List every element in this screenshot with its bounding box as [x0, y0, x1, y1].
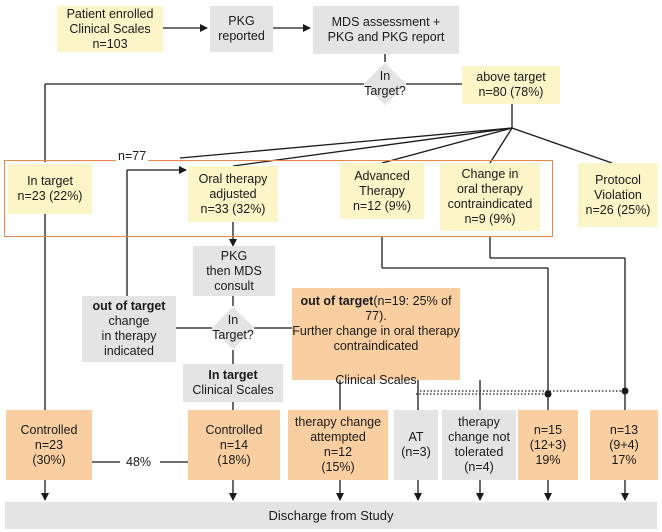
advanced-therapy-box: Advanced Therapy n=12 (9%) [340, 163, 424, 219]
at-line2: (n=3) [401, 445, 431, 459]
protocol-line2: Violation [594, 187, 642, 202]
diamond-mid-line2: Target? [212, 328, 254, 342]
in-target-cs-line1: In target [208, 368, 258, 382]
out-main-bold: out of target [300, 294, 374, 308]
pkg-reported-line2: reported [218, 29, 265, 43]
controlled1-line2: n=23 [34, 437, 64, 452]
mds-line2: PKG and PKG report [327, 30, 445, 44]
attempted-box: therapy change attempted n=12 (15%) [288, 410, 388, 480]
out-main-line2: Further change in oral therapy [292, 324, 460, 338]
enrolled-line1: Patient enrolled [66, 6, 154, 21]
not-tolerated-box: therapy change not tolerated (n=4) [442, 410, 516, 480]
oral-adjusted-box: Oral therapy adjusted n=33 (32%) [188, 166, 278, 222]
out-main-line4: Clinical Scales [335, 373, 417, 387]
n15-line2: (12+3) [529, 437, 567, 452]
advanced-line1: Advanced [354, 168, 410, 183]
out-target-main-box: out of target(n=19: 25% of 77). Further … [292, 288, 460, 387]
n15-line3: 19% [535, 452, 561, 467]
protocol-line3: n=26 (25%) [585, 202, 651, 217]
n13-line1: n=13 [609, 422, 639, 437]
n13-box: n=13 (9+4) 17% [590, 410, 658, 480]
at-line1: AT [408, 430, 424, 444]
n77-label: n=77 [116, 149, 149, 163]
controlled2-line2: n=14 [219, 437, 249, 452]
diamond-mid-line1: In [227, 313, 239, 327]
above-target-box: above target n=80 (78%) [462, 66, 560, 104]
diamond-top-line1: In [379, 69, 391, 83]
attempted-line1: therapy change [294, 415, 382, 429]
attempted-line3: n=12 [323, 445, 353, 459]
oral-line2: adjusted [209, 186, 257, 201]
enrolled-line3: n=103 [92, 36, 128, 51]
mds-assessment-box: MDS assessment + PKG and PKG report [313, 6, 459, 54]
protocol-line1: Protocol [595, 172, 641, 187]
controlled1-box: Controlled n=23 (30%) [6, 410, 92, 480]
pkg-mds-consult-box: PKG then MDS consult [193, 246, 275, 296]
in-target-cs-box: In target Clinical Scales [183, 364, 283, 402]
in-target-line1: In target [27, 174, 73, 188]
pct48-label: 48% [126, 455, 152, 469]
pkg-reported-box: PKG reported [210, 6, 273, 52]
out-change-line3: in therapy [101, 329, 157, 343]
n15-box: n=15 (12+3) 19% [518, 410, 578, 480]
enrolled-line2: Clinical Scales [69, 21, 151, 36]
pkg-mds-line3: consult [214, 278, 254, 293]
oral-line3: n=33 (32%) [200, 201, 266, 216]
oral-line1: Oral therapy [198, 171, 268, 186]
above-target-line2: n=80 (78%) [478, 85, 544, 99]
discharge-bar: Discharge from Study [5, 502, 657, 529]
out-change-line4: indicated [103, 344, 155, 358]
pkg-reported-line1: PKG [228, 14, 255, 28]
discharge-label: Discharge from Study [268, 508, 394, 523]
mid-decision-label: In Target? [203, 313, 263, 343]
not-tol-line4: (n=4) [464, 460, 494, 474]
contra-line4: n=9 (9%) [464, 212, 516, 226]
out-main-line3: contraindicated [333, 339, 419, 353]
target-decision-label: In Target? [355, 69, 415, 99]
contraindicated-box: Change in oral therapy contraindicated n… [440, 163, 540, 231]
in-target-box: In target n=23 (22%) [8, 164, 92, 214]
n13-line3: 17% [611, 452, 637, 467]
not-tol-line1: therapy [458, 415, 500, 429]
controlled2-line1: Controlled [205, 422, 263, 437]
pkg-mds-line2: then MDS [206, 263, 262, 278]
controlled1-line3: (30%) [32, 452, 66, 467]
n13-line2: (9+4) [609, 437, 639, 452]
out-target-change-box: out of target change in therapy indicate… [82, 296, 176, 362]
pkg-mds-line1: PKG [220, 248, 248, 263]
not-tol-line3: tolerated [454, 445, 504, 459]
out-main-line1: out of target(n=19: 25% of 77). [292, 294, 460, 324]
controlled1-line1: Controlled [20, 422, 78, 437]
controlled2-line3: (18%) [217, 452, 251, 467]
at-box: AT (n=3) [394, 410, 438, 480]
mds-line1: MDS assessment + [331, 15, 441, 29]
attempted-line2: attempted [310, 430, 366, 444]
not-tol-line2: change not [448, 430, 510, 444]
out-change-line1: out of target [92, 299, 166, 313]
protocol-violation-box: Protocol Violation n=26 (25%) [578, 163, 658, 227]
advanced-line3: n=12 (9%) [352, 198, 412, 213]
enrolled-box: Patient enrolled Clinical Scales n=103 [57, 6, 163, 52]
contra-line1: Change in [461, 167, 519, 181]
n77-frame [4, 160, 553, 237]
n15-line1: n=15 [533, 422, 563, 437]
in-target-line2: n=23 (22%) [17, 189, 83, 203]
advanced-line2: Therapy [359, 183, 405, 198]
diamond-top-line2: Target? [364, 84, 406, 98]
controlled2-box: Controlled n=14 (18%) [188, 410, 280, 480]
contra-line3: contraindicated [447, 197, 533, 211]
above-target-line1: above target [476, 70, 546, 84]
out-main-rest: (n=19: 25% of 77). [365, 294, 452, 323]
attempted-line4: (15%) [321, 460, 355, 474]
out-change-line2: change [108, 314, 150, 328]
contra-line2: oral therapy [456, 182, 523, 196]
in-target-cs-line2: Clinical Scales [192, 383, 274, 397]
